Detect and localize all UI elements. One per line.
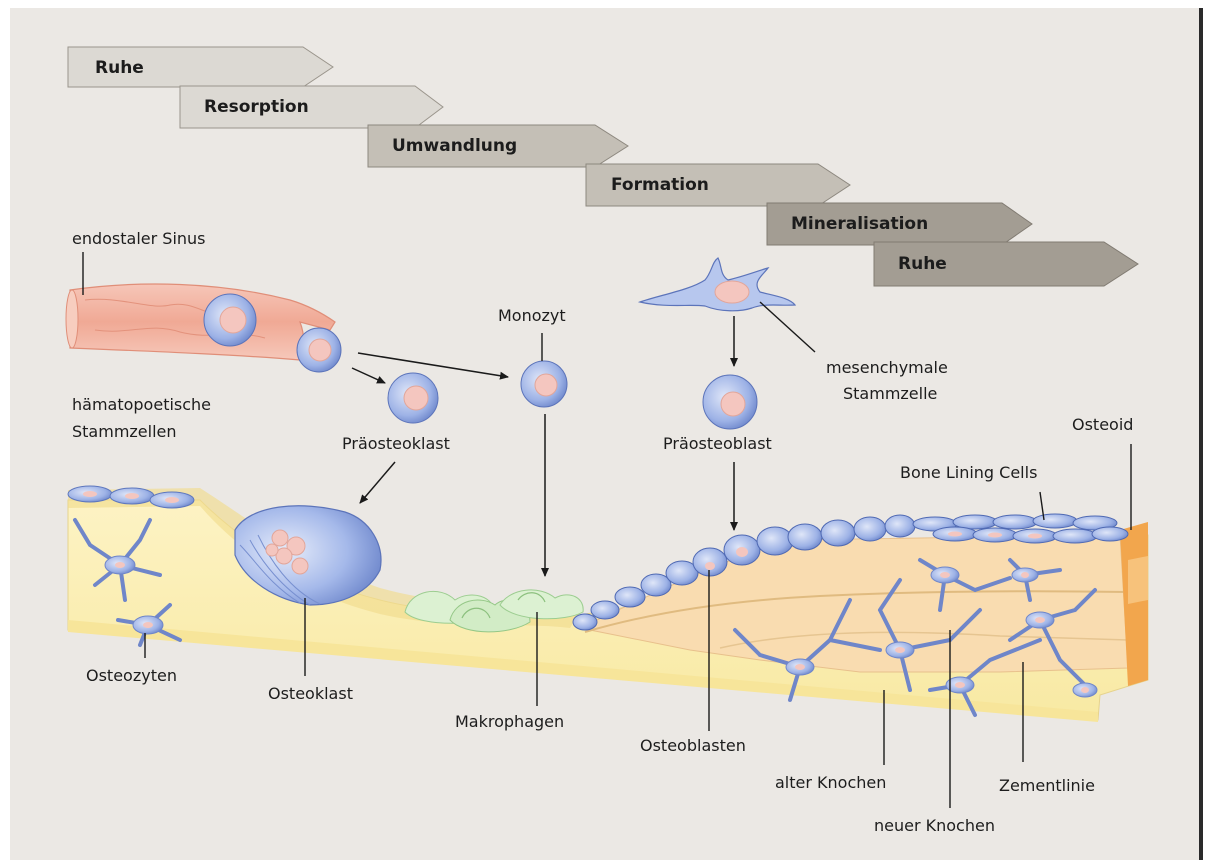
stem-cell-nucleus	[309, 339, 331, 361]
osteoblast-nucleus	[736, 547, 748, 557]
label-osteoblasten: Osteoblasten	[640, 736, 746, 755]
label-osteoid: Osteoid	[1072, 415, 1133, 434]
osteocyte-nucleus	[143, 622, 153, 628]
stem-cell-nucleus	[220, 307, 246, 333]
phase-label: Ruhe	[95, 58, 144, 78]
lining-cell	[1033, 514, 1077, 528]
label-endostaler-sinus: endostaler Sinus	[72, 229, 206, 248]
osteoblast	[573, 614, 597, 630]
label-praeosteoklast: Präosteoklast	[342, 434, 450, 453]
lining-cell-nucleus	[1028, 534, 1042, 539]
phase-arrow-ruhe-2: Ruhe	[874, 242, 1138, 286]
label-neuer-knochen: neuer Knochen	[874, 816, 995, 835]
label-osteozyten: Osteozyten	[86, 666, 177, 685]
sinus-opening	[66, 290, 78, 348]
lining-cell	[993, 515, 1037, 529]
phase-arrow-ruhe-1: Ruhe	[68, 47, 333, 87]
phase-label: Formation	[611, 175, 709, 195]
osteoblast	[854, 517, 886, 541]
phase-arrow-resorption: Resorption	[180, 86, 443, 128]
osteoclast-nucleus	[266, 544, 278, 556]
lining-cell-nucleus	[948, 532, 962, 537]
osteoblast	[757, 527, 793, 555]
phase-arrow-formation: Formation	[586, 164, 850, 206]
label-mesenchymale-1: mesenchymale	[826, 358, 948, 377]
phase-label: Umwandlung	[392, 136, 517, 156]
label-zementlinie: Zementlinie	[999, 776, 1095, 795]
osteocyte-nucleus	[795, 664, 805, 670]
osteocyte-nucleus	[1021, 572, 1029, 578]
phase-label: Ruhe	[898, 254, 947, 274]
monocyte-cell	[521, 361, 567, 407]
osteoid-layer-band	[1128, 556, 1148, 604]
bone-lining-cells-right	[913, 514, 1128, 543]
preosteoclast-cell	[388, 373, 438, 423]
lining-cell-nucleus	[988, 533, 1002, 538]
label-haematopoetische-1: hämatopoetische	[72, 395, 211, 414]
lining-cell-nucleus	[83, 491, 97, 497]
lining-cell-nucleus	[165, 497, 179, 503]
osteocyte-nucleus	[940, 572, 950, 578]
osteoblast	[885, 515, 915, 537]
lining-cell	[1053, 529, 1097, 543]
label-monozyt: Monozyt	[498, 306, 566, 325]
osteoblast	[821, 520, 855, 546]
label-bone-lining-cells: Bone Lining Cells	[900, 463, 1037, 482]
label-osteoklast: Osteoklast	[268, 684, 353, 703]
osteoblast-nucleus	[705, 562, 715, 570]
phase-arrow-mineralisation: Mineralisation	[767, 203, 1032, 245]
label-mesenchymale-2: Stammzelle	[843, 384, 937, 403]
label-makrophagen: Makrophagen	[455, 712, 564, 731]
phase-label: Mineralisation	[791, 214, 928, 234]
osteoblast	[788, 524, 822, 550]
osteoblast	[615, 587, 645, 607]
right-edge-line	[1199, 8, 1203, 860]
osteoblast	[591, 601, 619, 619]
label-alter-knochen: alter Knochen	[775, 773, 886, 792]
phase-label: Resorption	[204, 97, 309, 117]
osteocyte-nucleus	[955, 682, 965, 688]
osteocyte-nucleus	[895, 647, 905, 653]
phase-arrow-umwandlung: Umwandlung	[368, 125, 628, 167]
label-praeosteoblast: Präosteoblast	[663, 434, 772, 453]
osteoclast-nucleus	[272, 530, 288, 546]
lining-cell	[1092, 527, 1128, 541]
osteocyte-nucleus	[1081, 687, 1089, 693]
osteocyte-nucleus	[115, 562, 125, 568]
label-haematopoetische-2: Stammzellen	[72, 422, 177, 441]
lining-cell-nucleus	[125, 493, 139, 499]
osteocyte-nucleus	[1035, 617, 1045, 623]
preosteoblast-cell	[703, 375, 757, 429]
osteoclast-nucleus	[292, 558, 308, 574]
